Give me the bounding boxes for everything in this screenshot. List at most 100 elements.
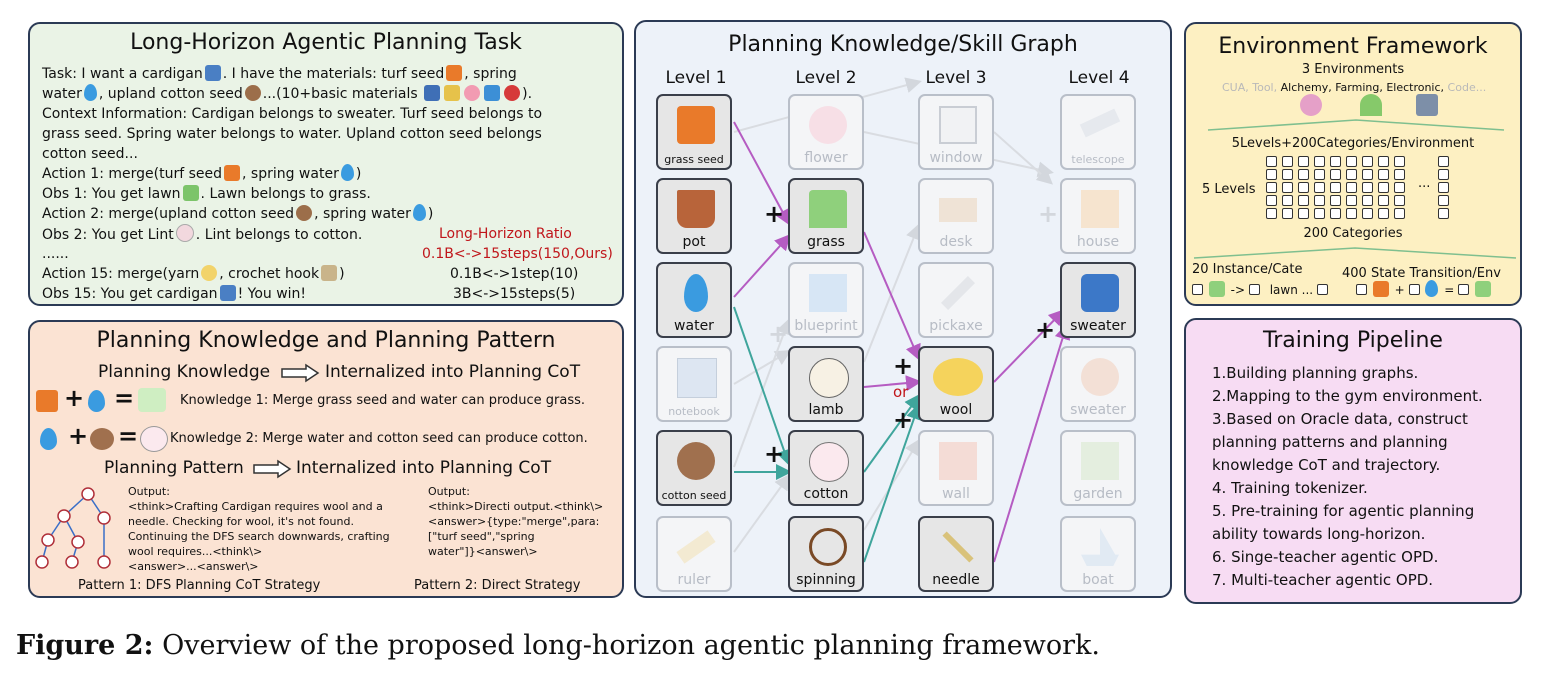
plus-sign: + bbox=[1035, 316, 1056, 344]
category-square bbox=[1266, 182, 1277, 193]
level-1-header: Level 1 bbox=[665, 68, 727, 88]
panel-title: Environment Framework bbox=[1218, 34, 1488, 59]
or-label: or bbox=[893, 383, 909, 401]
boat-icon bbox=[1081, 528, 1119, 566]
pipeline-step: 7. Multi-teacher agentic OPD. bbox=[1212, 571, 1434, 589]
node-garden: garden bbox=[1060, 430, 1136, 506]
grass-icon bbox=[1208, 281, 1225, 297]
node-lamb: lamb bbox=[788, 346, 864, 422]
arrow-right-icon bbox=[253, 459, 292, 479]
category-square bbox=[1346, 195, 1357, 206]
category-square bbox=[1346, 182, 1357, 193]
dfs-tree-icon bbox=[35, 487, 111, 569]
pot-icon bbox=[677, 190, 715, 228]
square-icon bbox=[1316, 284, 1328, 295]
output-1-line-4: wool requires...<think\> bbox=[128, 545, 263, 558]
category-square bbox=[1362, 182, 1373, 193]
category-square bbox=[1378, 169, 1389, 180]
water-drop-icon bbox=[340, 164, 354, 181]
square-icon bbox=[1408, 284, 1420, 295]
wall-icon bbox=[939, 442, 977, 480]
panel-task: Long-Horizon Agentic Planning Task Task:… bbox=[28, 22, 624, 306]
house-icon bbox=[1081, 190, 1119, 228]
node-wall: wall bbox=[918, 430, 994, 506]
node-sweater-faded: sweater bbox=[1060, 346, 1136, 422]
category-square bbox=[1282, 182, 1293, 193]
grass-icon bbox=[182, 185, 199, 201]
plus-sign: + bbox=[764, 440, 785, 468]
node-notebook: notebook bbox=[656, 346, 732, 422]
transition-example: + = bbox=[1356, 280, 1493, 300]
crochet-hook-icon bbox=[321, 265, 338, 281]
caption-label: Figure 2: bbox=[16, 630, 154, 661]
grass-icon bbox=[138, 388, 166, 412]
cotton-seeds-icon bbox=[296, 205, 313, 221]
cotton-icon bbox=[140, 426, 168, 452]
category-square bbox=[1394, 156, 1405, 167]
node-flower: flower bbox=[788, 94, 864, 170]
context-line-3: cotton seed... bbox=[42, 146, 138, 162]
action-2: Action 2: merge(upland cotton seed, spri… bbox=[42, 204, 434, 222]
category-square bbox=[1362, 169, 1373, 180]
category-square bbox=[1314, 195, 1325, 206]
output-1-line-2: needle. Checking for wool, it's not foun… bbox=[128, 515, 354, 528]
notebook-icon bbox=[677, 358, 717, 398]
water-drop-icon bbox=[412, 204, 426, 221]
category-square bbox=[1266, 156, 1277, 167]
panel-title: Long-Horizon Agentic Planning Task bbox=[130, 30, 522, 55]
arrow-right-icon bbox=[281, 363, 320, 383]
category-square bbox=[1362, 208, 1373, 219]
node-wool: wool bbox=[918, 346, 994, 422]
category-square bbox=[1394, 169, 1405, 180]
environments-list: CUA, Tool, Alchemy, Farming, Electronic,… bbox=[1222, 81, 1487, 94]
category-square bbox=[1394, 182, 1405, 193]
category-square bbox=[1314, 182, 1325, 193]
category-square bbox=[1346, 169, 1357, 180]
category-square bbox=[1330, 182, 1341, 193]
seed-bag-icon bbox=[446, 65, 463, 81]
environments-count: 3 Environments bbox=[1301, 62, 1405, 77]
instance-example: -> lawn ... bbox=[1192, 280, 1328, 300]
desk-icon bbox=[939, 198, 977, 222]
water-drop-icon bbox=[684, 274, 708, 312]
pizza-icon bbox=[1081, 358, 1119, 396]
category-square bbox=[1282, 195, 1293, 206]
flower-icon bbox=[464, 85, 481, 101]
pipeline-step: 5. Pre-training for agentic planning bbox=[1212, 502, 1475, 520]
water-drop-icon bbox=[40, 428, 57, 450]
water-drop-icon bbox=[88, 390, 105, 412]
spinning-wheel-icon bbox=[809, 528, 847, 566]
category-square bbox=[1378, 208, 1389, 219]
blueprint-icon bbox=[484, 85, 501, 101]
machine-icon bbox=[1416, 94, 1438, 116]
obs-2: Obs 2: You get Lint. Lint belongs to cot… bbox=[42, 224, 362, 245]
category-square bbox=[1362, 195, 1373, 206]
cardigan-icon bbox=[219, 285, 236, 301]
plus-sign: + bbox=[893, 352, 914, 380]
level-4-header: Level 4 bbox=[1068, 68, 1130, 88]
panel-training-pipeline: Training Pipeline 1.Building planning gr… bbox=[1184, 318, 1522, 604]
blueprint-icon bbox=[809, 274, 847, 312]
knowledge-1: Knowledge 1: Merge grass seed and water … bbox=[180, 393, 586, 408]
bracket-line bbox=[1193, 247, 1517, 259]
output-1-line-3: Continuing the DFS search downwards, cra… bbox=[128, 530, 390, 543]
category-square bbox=[1266, 169, 1277, 180]
output-2-line-2: <answer>{type:"merge",para: bbox=[428, 515, 600, 528]
sweater-icon bbox=[1081, 274, 1119, 312]
category-square bbox=[1298, 156, 1309, 167]
levels-categories: 5Levels+200Categories/Environment bbox=[1231, 136, 1475, 151]
five-levels-label: 5 Levels bbox=[1202, 182, 1256, 197]
equals-sign: = bbox=[114, 384, 135, 412]
sprout-icon bbox=[1360, 94, 1382, 116]
context-line-2: grass seed. Spring water belongs to wate… bbox=[42, 126, 542, 142]
node-grass: grass bbox=[788, 178, 864, 254]
knowledge-2-equation: + = bbox=[34, 422, 174, 452]
seed-bag-icon bbox=[224, 165, 240, 181]
flower-icon bbox=[809, 106, 847, 144]
category-square bbox=[1362, 156, 1373, 167]
seed-bag-icon bbox=[1372, 281, 1389, 297]
two-hundred-categories: 200 Categories bbox=[1303, 226, 1403, 241]
category-square bbox=[1282, 208, 1293, 219]
plus-sign: + bbox=[764, 200, 785, 228]
seed-bag-icon bbox=[677, 106, 715, 144]
